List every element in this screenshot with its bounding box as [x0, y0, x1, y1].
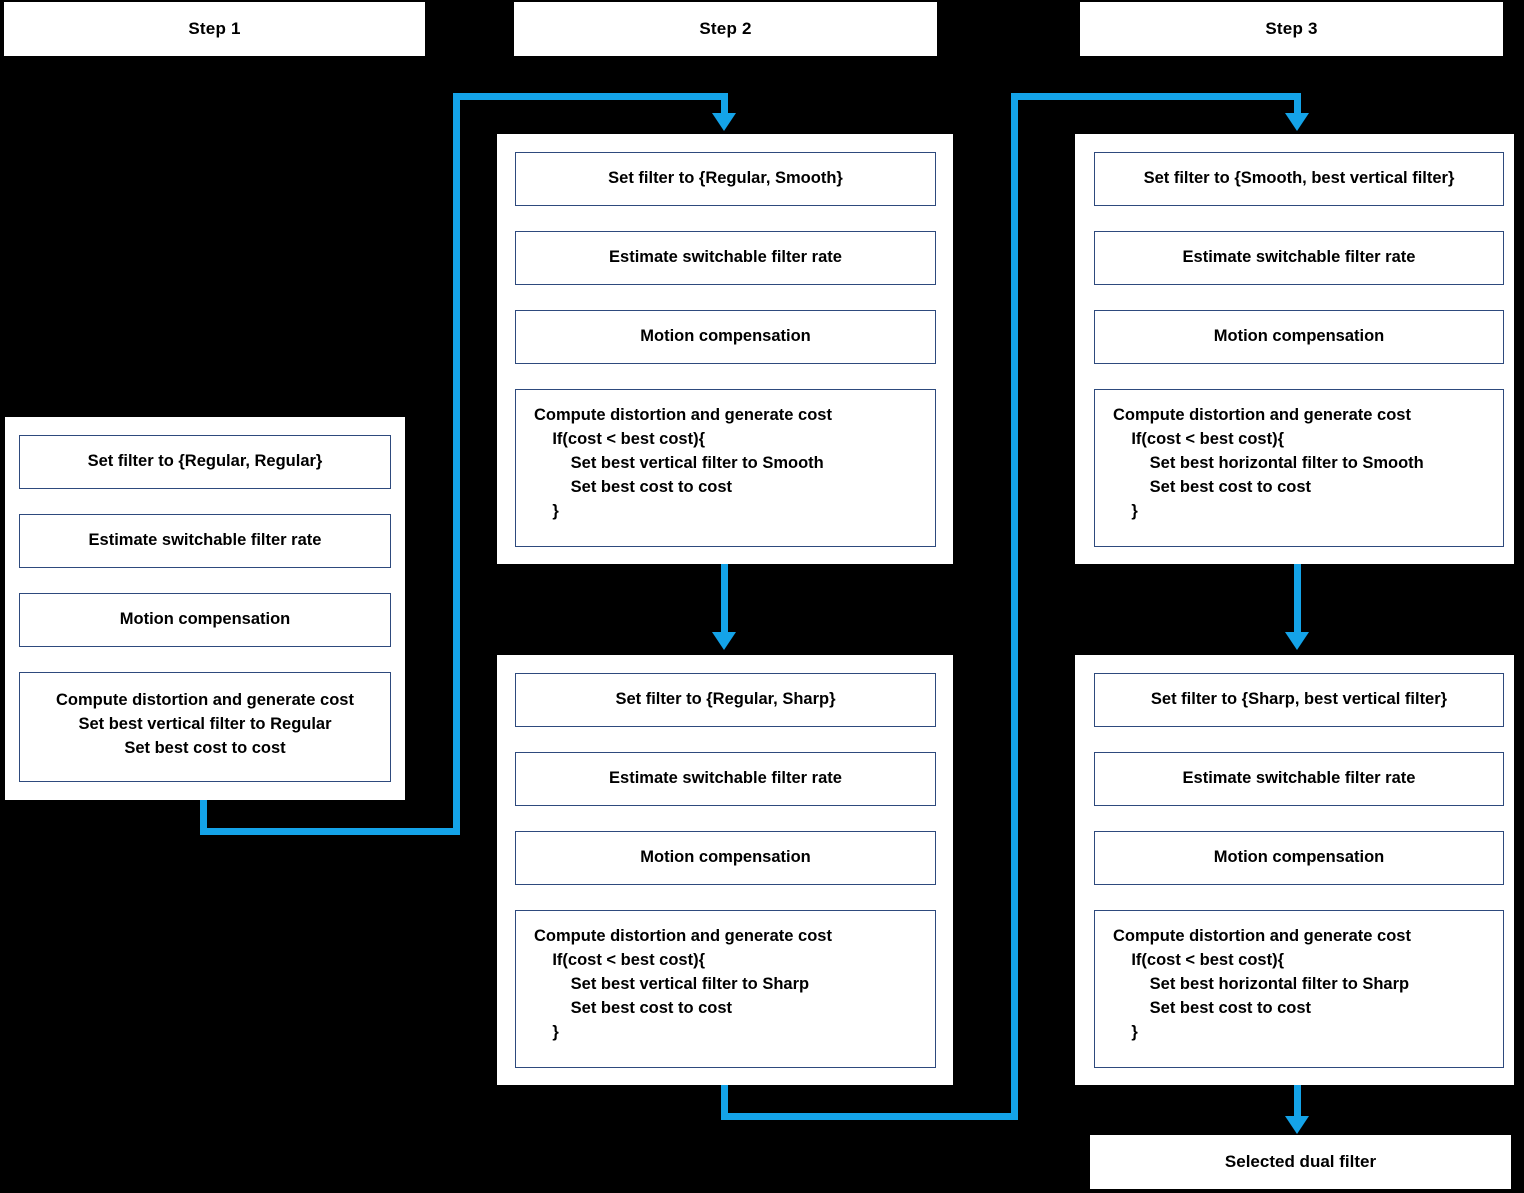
- connector-step2-to-step3-seg-right: [721, 1113, 1016, 1120]
- connector-step2a-to-step2b: [721, 564, 728, 634]
- step1-node-motion-comp: Motion compensation: [19, 593, 391, 647]
- arrowhead-into-step2-first-block: [712, 113, 736, 131]
- step3a-node-compute-cost: Compute distortion and generate cost If(…: [1094, 389, 1504, 547]
- step-2-panel-smooth: Set filter to {Regular, Smooth} Estimate…: [497, 134, 953, 564]
- step-3-header: Step 3: [1080, 2, 1503, 56]
- connector-step3b-to-terminal: [1294, 1085, 1301, 1118]
- step2b-node-set-filter: Set filter to {Regular, Sharp}: [515, 673, 936, 727]
- step-1-panel: Set filter to {Regular, Regular} Estimat…: [5, 417, 405, 800]
- arrowhead-into-terminal: [1285, 1116, 1309, 1134]
- step-3-panel-sharp: Set filter to {Sharp, best vertical filt…: [1075, 655, 1514, 1085]
- step3a-node-motion-comp: Motion compensation: [1094, 310, 1504, 364]
- connector-step2-to-step3-seg-up: [1011, 93, 1018, 1120]
- step2b-node-compute-cost: Compute distortion and generate cost If(…: [515, 910, 936, 1068]
- step1-node-estimate-rate: Estimate switchable filter rate: [19, 514, 391, 568]
- step3a-node-set-filter: Set filter to {Smooth, best vertical fil…: [1094, 152, 1504, 206]
- step1-node-set-filter: Set filter to {Regular, Regular}: [19, 435, 391, 489]
- arrowhead-into-step2-second-block: [712, 632, 736, 650]
- step3a-node-estimate-rate: Estimate switchable filter rate: [1094, 231, 1504, 285]
- selected-dual-filter-terminal: Selected dual filter: [1090, 1135, 1511, 1189]
- connector-step1-to-step2-seg-stub: [721, 93, 728, 115]
- step3b-node-compute-cost: Compute distortion and generate cost If(…: [1094, 910, 1504, 1068]
- step2a-node-motion-comp: Motion compensation: [515, 310, 936, 364]
- step-3-panel-smooth: Set filter to {Smooth, best vertical fil…: [1075, 134, 1514, 564]
- connector-step1-to-step2-seg-right: [200, 828, 460, 835]
- arrowhead-into-step3-first-block: [1285, 113, 1309, 131]
- connector-step2-to-step3-seg-stub: [1294, 93, 1301, 115]
- step-2-panel-sharp: Set filter to {Regular, Sharp} Estimate …: [497, 655, 953, 1085]
- connector-step1-to-step2-seg-down: [200, 800, 207, 835]
- step2a-node-set-filter: Set filter to {Regular, Smooth}: [515, 152, 936, 206]
- arrowhead-into-step3-second-block: [1285, 632, 1309, 650]
- step-1-header: Step 1: [4, 2, 425, 56]
- step2b-node-motion-comp: Motion compensation: [515, 831, 936, 885]
- step1-node-compute-cost: Compute distortion and generate cost Set…: [19, 672, 391, 782]
- connector-step1-to-step2-seg-up: [453, 93, 460, 835]
- step3b-node-set-filter: Set filter to {Sharp, best vertical filt…: [1094, 673, 1504, 727]
- step3b-node-motion-comp: Motion compensation: [1094, 831, 1504, 885]
- step3b-node-estimate-rate: Estimate switchable filter rate: [1094, 752, 1504, 806]
- connector-step2-to-step3-seg-down: [721, 1085, 728, 1120]
- step2b-node-estimate-rate: Estimate switchable filter rate: [515, 752, 936, 806]
- step-2-header: Step 2: [514, 2, 937, 56]
- step2a-node-compute-cost: Compute distortion and generate cost If(…: [515, 389, 936, 547]
- connector-step1-to-step2-seg-across: [453, 93, 728, 100]
- connector-step2-to-step3-seg-across: [1011, 93, 1301, 100]
- step2a-node-estimate-rate: Estimate switchable filter rate: [515, 231, 936, 285]
- connector-step3a-to-step3b: [1294, 564, 1301, 634]
